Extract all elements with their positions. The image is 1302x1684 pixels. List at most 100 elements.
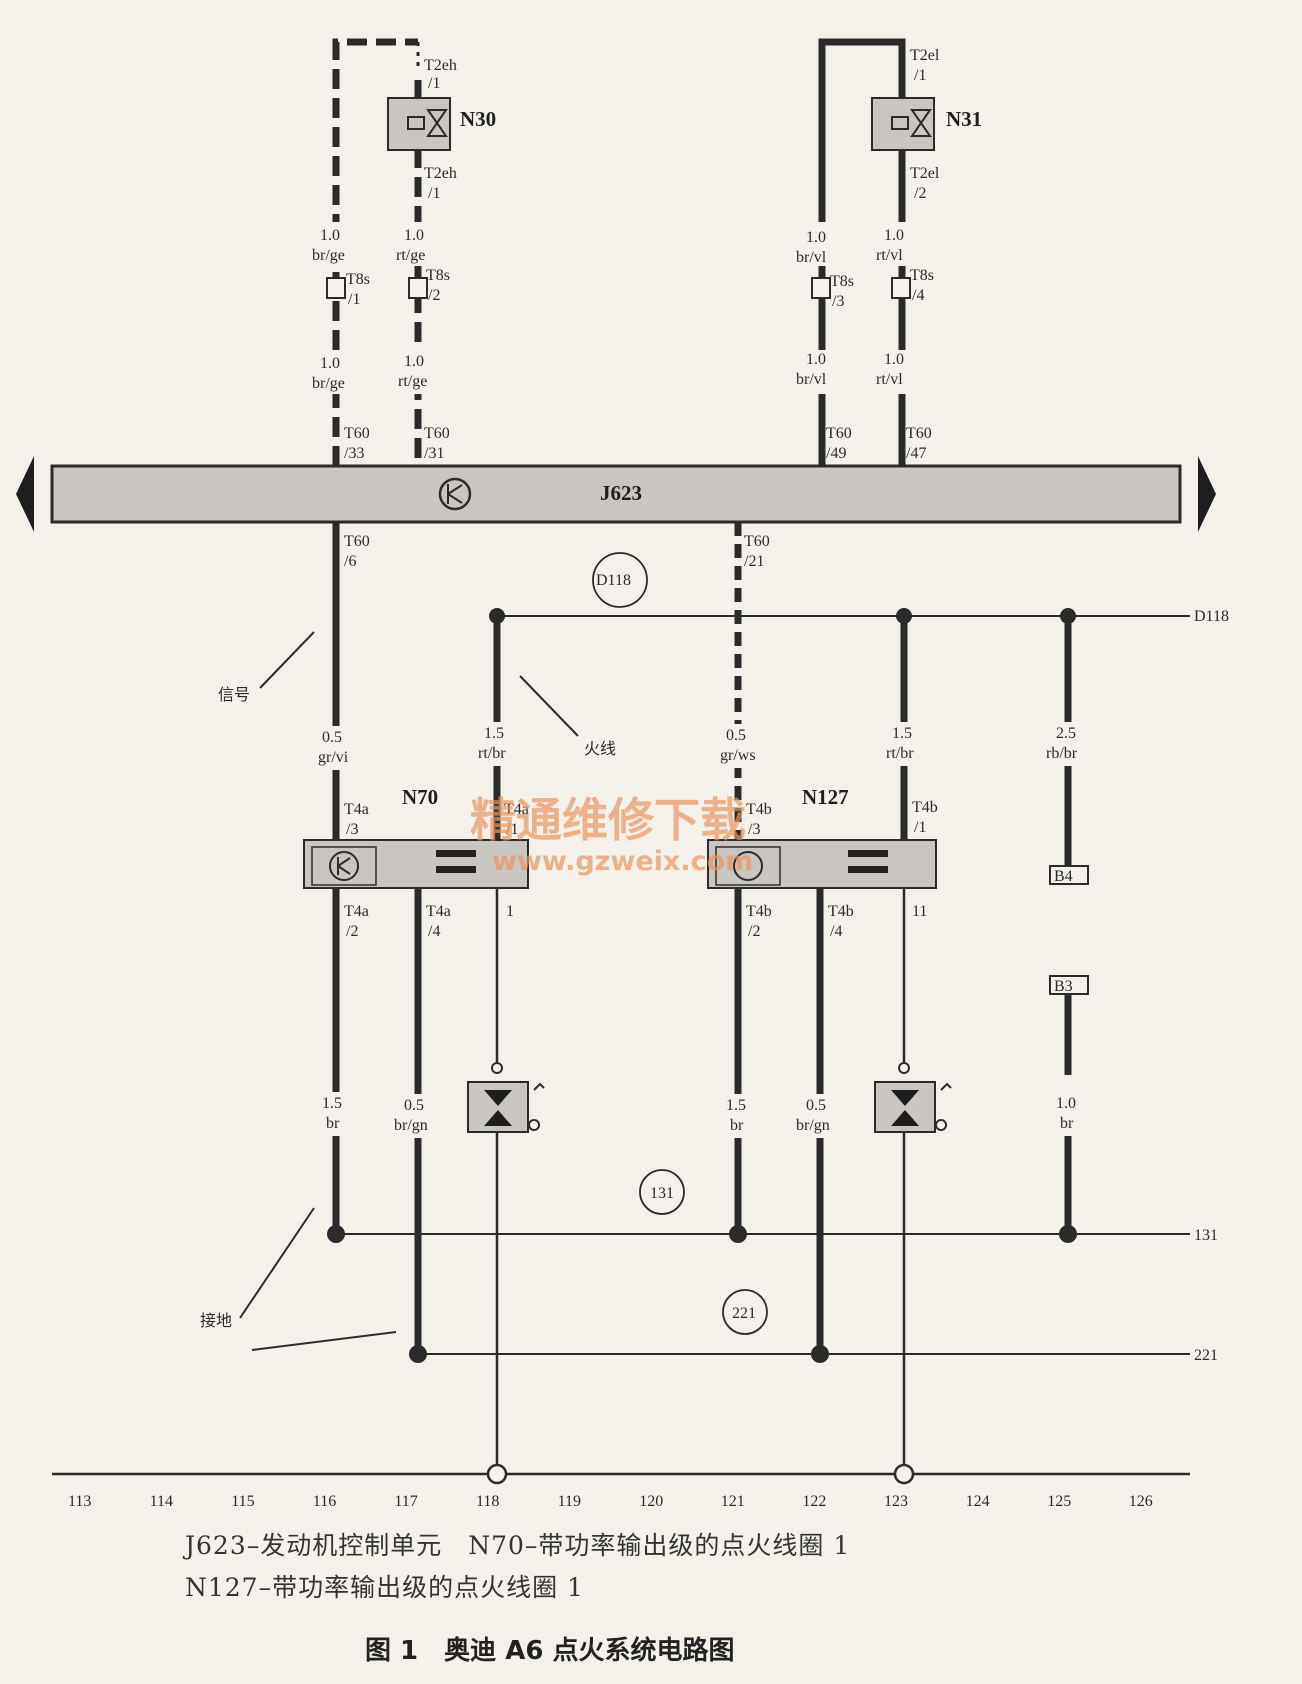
conn-t4a-2: T4a xyxy=(344,903,369,920)
wire-size-w15: 0.5 xyxy=(404,1097,424,1114)
left-arrow-icon xyxy=(16,456,34,532)
buses xyxy=(52,615,1190,1476)
conn-t60-6: T60 xyxy=(344,533,370,550)
conn-t60-21-pin: /21 xyxy=(744,553,764,570)
figure-title: 图 1 奥迪 A6 点火系统电路图 xyxy=(365,1636,735,1666)
wire-size-w2: 1.0 xyxy=(404,227,424,244)
conn-t4b-3: T4b xyxy=(746,801,772,818)
track-number: 124 xyxy=(966,1493,990,1510)
wire-size-w5: 1.0 xyxy=(320,355,340,372)
wire-color-w7: br/vl xyxy=(796,371,827,388)
track-number: 121 xyxy=(721,1493,745,1510)
n30-component xyxy=(387,97,451,151)
b4-label: B4 xyxy=(1054,868,1073,885)
track-number: 118 xyxy=(476,1493,499,1510)
wire-color-w13: rb/br xyxy=(1046,745,1078,762)
d118-end-label: D118 xyxy=(1194,608,1229,625)
wire-size-w18: 1.0 xyxy=(1056,1095,1076,1112)
top-label-gaps xyxy=(325,222,914,394)
conn-t2el-bottom-pin: /2 xyxy=(914,185,926,202)
conn-t2eh-bottom-pin: /1 xyxy=(428,185,440,202)
right-arrow-icon xyxy=(1198,456,1216,532)
conn-t8s-4-pin: /4 xyxy=(912,287,924,304)
conn-t2el-bottom: T2el xyxy=(910,165,940,182)
b3-box xyxy=(1049,975,1089,995)
wire-size-w8: 1.0 xyxy=(884,351,904,368)
conn-t60-33-pin: /33 xyxy=(344,445,364,462)
ground-terminals xyxy=(486,1463,915,1485)
spark-plug-2 xyxy=(874,1062,952,1133)
j623-label: J623 xyxy=(600,481,642,505)
wire-color-w12: rt/br xyxy=(886,745,914,762)
lower-wires xyxy=(332,522,1072,1470)
wire-color-w4: rt/vl xyxy=(876,247,903,264)
n127-label: N127 xyxy=(802,785,849,809)
conn-t4a-1-pin: /1 xyxy=(506,821,518,838)
n30-label: N30 xyxy=(460,107,496,131)
n127-coil xyxy=(707,839,937,889)
wire-size-w17: 0.5 xyxy=(806,1097,826,1114)
track-number: 120 xyxy=(639,1493,663,1510)
conn-t4a-4-pin: /4 xyxy=(428,923,440,940)
wire-color-w6: rt/ge xyxy=(398,373,427,390)
wire-color-w16: br xyxy=(730,1117,744,1134)
n31-label: N31 xyxy=(946,107,982,131)
wire-color-w5: br/ge xyxy=(312,375,345,392)
conn-t4b-2-pin: /2 xyxy=(748,923,760,940)
conn-t4a-3-pin: /3 xyxy=(346,821,358,838)
conn-t8s-3-pin: /3 xyxy=(832,293,844,310)
track-number: 116 xyxy=(313,1493,336,1510)
conn-t60-31: T60 xyxy=(424,425,450,442)
wire-color-w15: br/gn xyxy=(394,1117,428,1134)
track-number: 126 xyxy=(1129,1493,1153,1510)
track-number: 117 xyxy=(394,1493,417,1510)
conn-t2eh-top: T2eh xyxy=(424,57,457,74)
conn-t4b-4: T4b xyxy=(828,903,854,920)
conn-t2eh-top-pin: /1 xyxy=(428,75,440,92)
wire-color-w1: br/ge xyxy=(312,247,345,264)
conn-t4b-1: T4b xyxy=(912,799,938,816)
conn-t8s-2-pin: /2 xyxy=(428,287,440,304)
wire-color-w2: rt/ge xyxy=(396,247,425,264)
conn-t4a-2-pin: /2 xyxy=(346,923,358,940)
n31-component xyxy=(871,97,935,151)
junction-dots xyxy=(327,608,1077,1363)
bus-221-end-label: 221 xyxy=(1194,1347,1218,1364)
wire-size-w6: 1.0 xyxy=(404,353,424,370)
wire-size-w3: 1.0 xyxy=(806,229,826,246)
watermark-title: 精通维修下载 xyxy=(470,793,746,847)
conn-t60-49: T60 xyxy=(826,425,852,442)
conn-t8s-3: T8s xyxy=(830,273,854,290)
legend-line-1: J623–发动机控制单元 N70–带功率输出级的点火线圈 1 xyxy=(185,1531,851,1560)
pin-11-label: 11 xyxy=(912,903,927,920)
wire-size-w1: 1.0 xyxy=(320,227,340,244)
wire-size-w11: 0.5 xyxy=(726,727,746,744)
wire-size-w12: 1.5 xyxy=(892,725,912,742)
t8s-connectors xyxy=(326,277,911,299)
b4-box xyxy=(1049,865,1089,885)
bus-circles xyxy=(592,552,768,1335)
conn-t4b-4-pin: /4 xyxy=(830,923,842,940)
d118-circle-label: D118 xyxy=(596,572,631,589)
conn-t4a-4: T4a xyxy=(426,903,451,920)
pin-1-label: 1 xyxy=(506,903,514,920)
live-annotation: 火线 xyxy=(584,740,616,758)
wire-color-w8: rt/vl xyxy=(876,371,903,388)
spark-plug-1 xyxy=(467,1062,545,1133)
annotation-pointers xyxy=(239,631,579,1351)
track-number: 113 xyxy=(68,1493,91,1510)
track-number: 119 xyxy=(558,1493,581,1510)
j623-ecu xyxy=(16,456,1216,532)
conn-t4a-3: T4a xyxy=(344,801,369,818)
signal-annotation: 信号 xyxy=(218,686,250,704)
wire-color-w11: gr/ws xyxy=(720,747,756,764)
conn-t2el-top-pin: /1 xyxy=(914,67,926,84)
track-number: 122 xyxy=(802,1493,826,1510)
wire-color-w10: rt/br xyxy=(478,745,506,762)
wire-color-w14: br xyxy=(326,1115,340,1132)
wire-size-w14: 1.5 xyxy=(322,1095,342,1112)
watermark-url: www.gzweix.com xyxy=(492,846,753,877)
conn-t60-21: T60 xyxy=(744,533,770,550)
wire-color-w3: br/vl xyxy=(796,249,827,266)
